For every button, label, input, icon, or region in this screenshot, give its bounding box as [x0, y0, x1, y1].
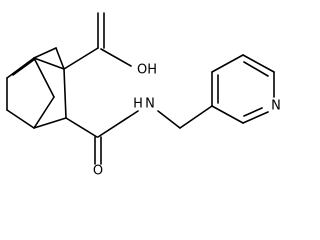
carbonyl-oxygen-label: O [93, 164, 103, 179]
bond-ring-5-inner [243, 107, 263, 117]
bond-ch2-ring [179, 105, 213, 129]
norbornene-ring [6, 47, 67, 129]
bond-ring-6 [211, 105, 244, 124]
bond-alkene-a [6, 57, 35, 79]
bond-bridgehead-bottom-left [6, 109, 35, 129]
pyridine-ring: N [179, 54, 281, 129]
bond-upper-link [55, 47, 65, 70]
structural-formula: OH O H N N [6, 12, 281, 179]
bond-c2-carboxyl [63, 47, 99, 70]
amide-nitrogen-label: N [145, 97, 155, 112]
amide-group: O H N [65, 97, 181, 179]
bond-c3-amide-carbon [65, 117, 98, 138]
bond-ring-2 [211, 54, 244, 73]
amide-hydrogen-label: H [133, 97, 143, 112]
bond-ring-3 [242, 54, 275, 73]
carboxylic-acid-group: OH [63, 12, 157, 78]
bond-bridge-top-right [33, 57, 65, 70]
bond-n-ch2 [157, 110, 181, 129]
hydroxyl-label: OH [137, 63, 157, 78]
bond-bridgehead-bottom-right [33, 117, 67, 129]
bond-methylene-bridge [33, 57, 55, 98]
bond-alkene-a-inner [12, 58, 36, 76]
bond-ring-3-inner [243, 61, 269, 77]
bond-bridge-top [33, 47, 57, 59]
bond-c2-c3 [63, 68, 67, 119]
bond-ring-5 [242, 111, 269, 124]
bond-amide-carbon-n [97, 110, 139, 138]
bond-bridge-bottom [33, 96, 55, 129]
bond-carboxyl-oh [100, 48, 132, 67]
pyridine-nitrogen-label: N [271, 99, 281, 114]
